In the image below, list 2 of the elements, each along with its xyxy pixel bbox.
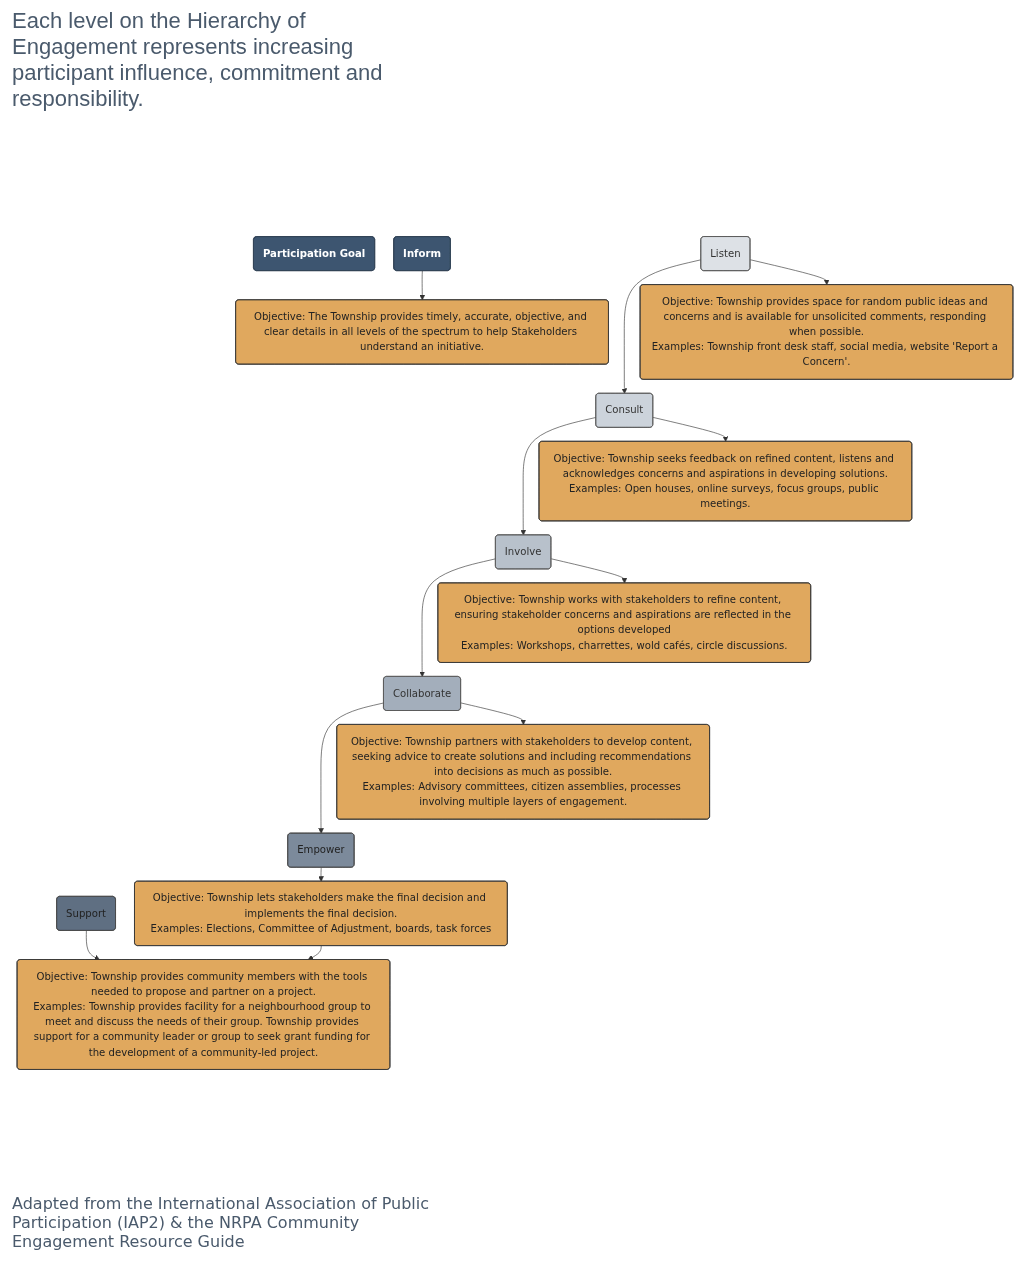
source-caption: Adapted from the International Association of Public Participation (IAP2) & the NRPA Community Engagement Resource Guide	[12, 1194, 431, 1251]
note-text: Each level on the Hierarchy of Engagement represents increasing participant influence, commitment and responsibility.	[12, 8, 384, 112]
